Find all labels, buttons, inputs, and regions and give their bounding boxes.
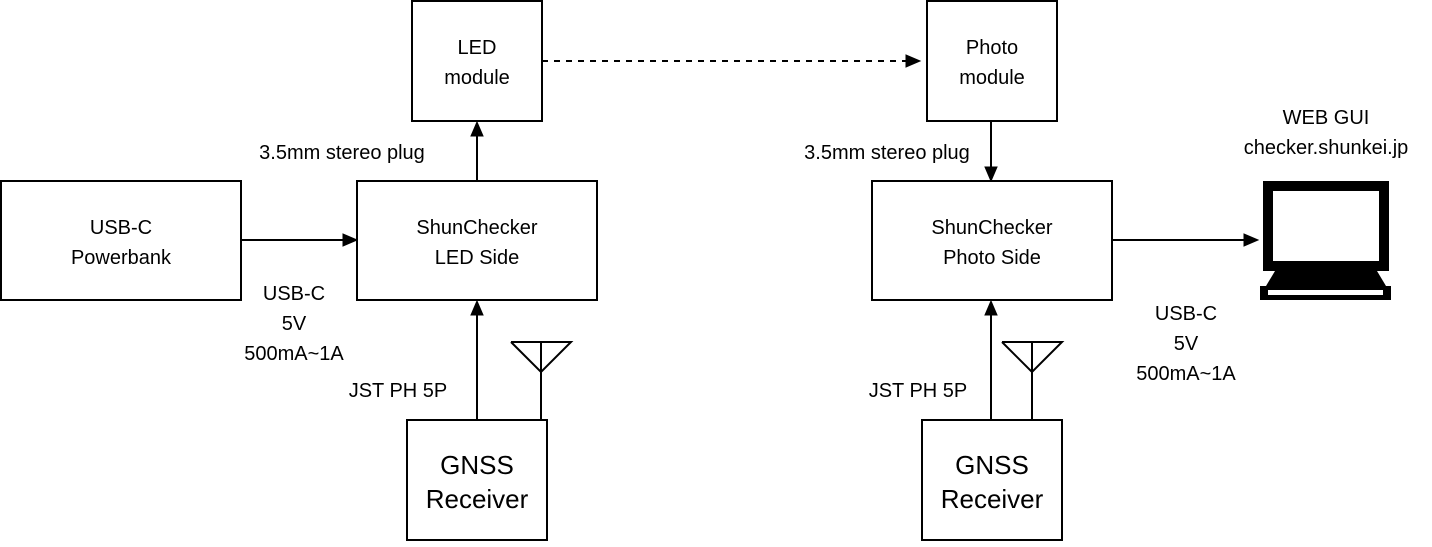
gnss-right-box: GNSS Receiver bbox=[921, 419, 1063, 541]
connector-powerbank-to-led-side bbox=[241, 233, 359, 247]
powerbank-label-line2: Powerbank bbox=[71, 247, 172, 269]
connector-photo-module-to-photo-side bbox=[984, 122, 998, 183]
led-module-label-line1: LED bbox=[458, 37, 497, 59]
power-spec-right-line1: USB-C bbox=[1155, 303, 1217, 325]
gnss-right-label-line2: Receiver bbox=[941, 484, 1044, 514]
photo-module-label-line1: Photo bbox=[966, 37, 1018, 59]
photo-side-label-line2: Photo Side bbox=[943, 247, 1041, 269]
connector-gnss-right-to-photo-side bbox=[984, 299, 998, 420]
jst-connector-label-left: JST PH 5P bbox=[349, 380, 448, 402]
led-side-label-line2: LED Side bbox=[435, 247, 520, 269]
power-spec-left-line2: 5V bbox=[282, 313, 307, 335]
antenna-icon bbox=[510, 341, 574, 420]
led-module-label-line2: module bbox=[444, 67, 510, 89]
gnss-left-label-line2: Receiver bbox=[426, 484, 529, 514]
computer-monitor-icon bbox=[1260, 181, 1391, 300]
stereo-plug-label-right: 3.5mm stereo plug bbox=[804, 142, 970, 164]
jst-connector-label-right: JST PH 5P bbox=[869, 380, 968, 402]
stereo-plug-label-left: 3.5mm stereo plug bbox=[259, 142, 425, 164]
connector-photo-side-to-monitor bbox=[1112, 233, 1260, 247]
photo-module-label-line2: module bbox=[959, 67, 1025, 89]
powerbank-box: USB-C Powerbank bbox=[0, 180, 242, 301]
optical-link-arrow bbox=[542, 54, 922, 68]
connector-led-side-to-led-module bbox=[470, 120, 484, 181]
photo-side-box: ShunChecker Photo Side bbox=[871, 180, 1113, 301]
led-side-label-line1: ShunChecker bbox=[416, 217, 538, 239]
gnss-right-label-line1: GNSS bbox=[955, 450, 1029, 480]
gnss-left-box: GNSS Receiver bbox=[406, 419, 548, 541]
powerbank-label-line1: USB-C bbox=[90, 217, 152, 239]
power-spec-left-line3: 500mA~1A bbox=[244, 343, 344, 365]
connector-gnss-left-to-led-side bbox=[470, 299, 484, 420]
power-spec-right-line3: 500mA~1A bbox=[1136, 363, 1236, 385]
web-gui-label: WEB GUI bbox=[1283, 107, 1370, 129]
led-module-box: LED module bbox=[411, 0, 543, 122]
web-gui-url: checker.shunkei.jp bbox=[1244, 137, 1409, 159]
photo-module-box: Photo module bbox=[926, 0, 1058, 122]
photo-side-label-line1: ShunChecker bbox=[931, 217, 1053, 239]
gnss-left-label-line1: GNSS bbox=[440, 450, 514, 480]
led-side-box: ShunChecker LED Side bbox=[356, 180, 598, 301]
power-spec-right-line2: 5V bbox=[1174, 333, 1199, 355]
antenna-icon bbox=[1001, 341, 1065, 420]
power-spec-left-line1: USB-C bbox=[263, 283, 325, 305]
